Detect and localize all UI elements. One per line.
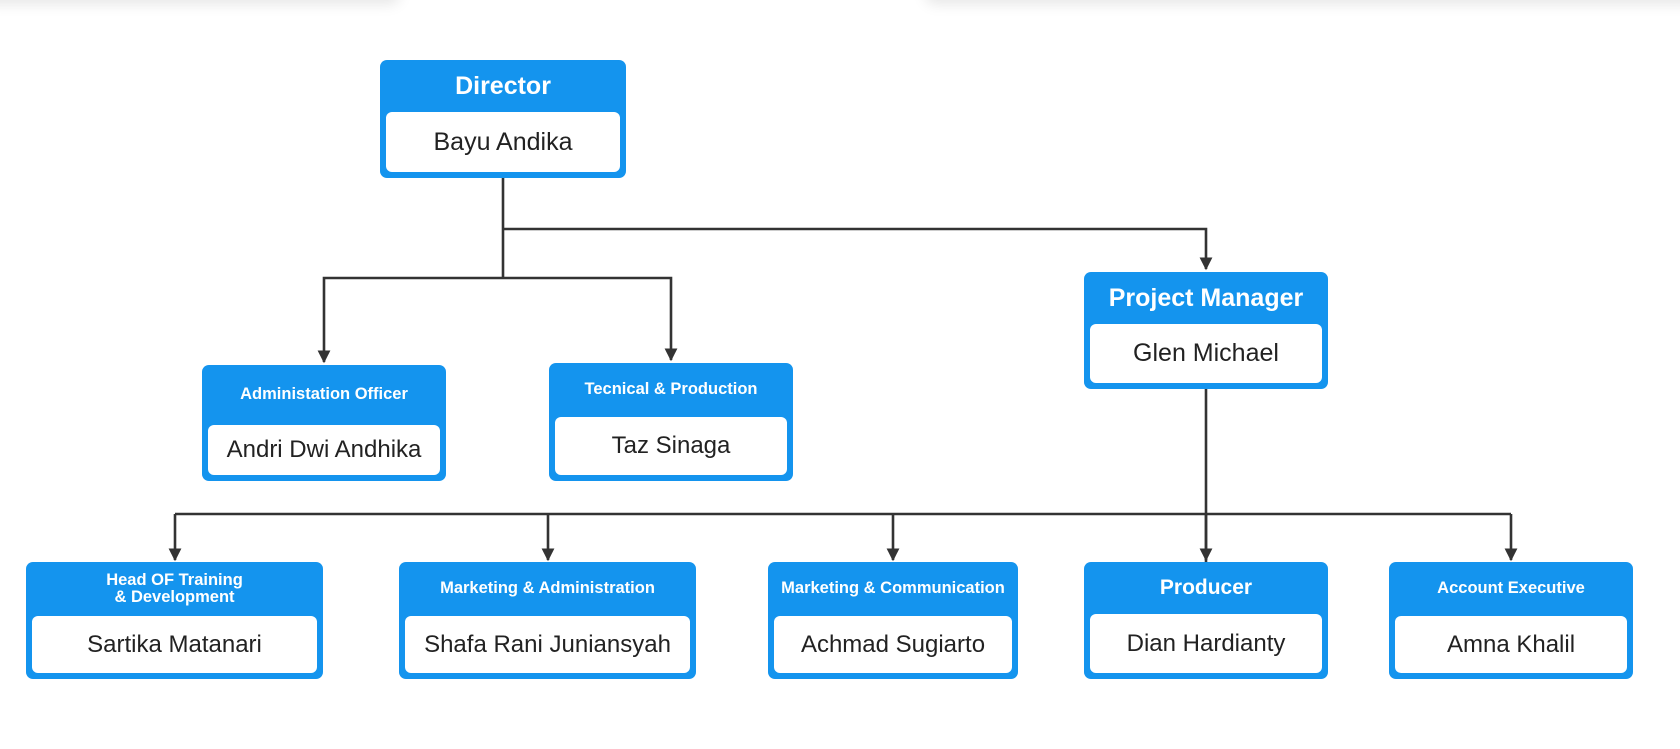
node-name: Andri Dwi Andhika	[208, 425, 440, 475]
node-name: Bayu Andika	[386, 112, 620, 172]
node-name: Taz Sinaga	[555, 417, 787, 475]
node-marketing-administration[interactable]: Marketing & Administration Shafa Rani Ju…	[399, 562, 696, 679]
node-title: Project Manager	[1108, 283, 1304, 312]
node-title: Producer	[1159, 575, 1253, 599]
node-title: Head OF Training & Development	[106, 570, 243, 606]
node-admin-officer[interactable]: Administation Officer Andri Dwi Andhika	[202, 365, 446, 481]
node-name: Achmad Sugiarto	[774, 616, 1012, 673]
node-technical-production[interactable]: Tecnical & Production Taz Sinaga	[549, 363, 793, 481]
node-title: Account Executive	[1437, 579, 1585, 598]
connector-director-to-admin-officer	[317, 276, 503, 364]
node-title: Marketing & Administration	[440, 579, 655, 598]
node-marketing-communication[interactable]: Marketing & Communication Achmad Sugiart…	[768, 562, 1018, 679]
node-name: Amna Khalil	[1395, 616, 1627, 673]
node-title: Director	[455, 71, 551, 100]
node-producer[interactable]: Producer Dian Hardianty	[1084, 562, 1328, 679]
node-project-manager[interactable]: Project Manager Glen Michael	[1084, 272, 1328, 389]
node-name: Dian Hardianty	[1090, 614, 1322, 673]
node-title: Tecnical & Production	[584, 380, 758, 399]
node-account-executive[interactable]: Account Executive Amna Khalil	[1389, 562, 1633, 679]
node-name: Sartika Matanari	[32, 616, 317, 673]
node-director[interactable]: Director Bayu Andika	[380, 60, 626, 178]
node-name: Shafa Rani Juniansyah	[405, 616, 690, 673]
node-name: Glen Michael	[1090, 324, 1322, 383]
node-title: Administation Officer	[240, 385, 408, 404]
connector-director-to-technical	[503, 276, 678, 362]
node-title: Marketing & Communication	[781, 579, 1005, 598]
connector-director-to-project-manager	[503, 227, 1213, 271]
node-head-training[interactable]: Head OF Training & Development Sartika M…	[26, 562, 323, 679]
